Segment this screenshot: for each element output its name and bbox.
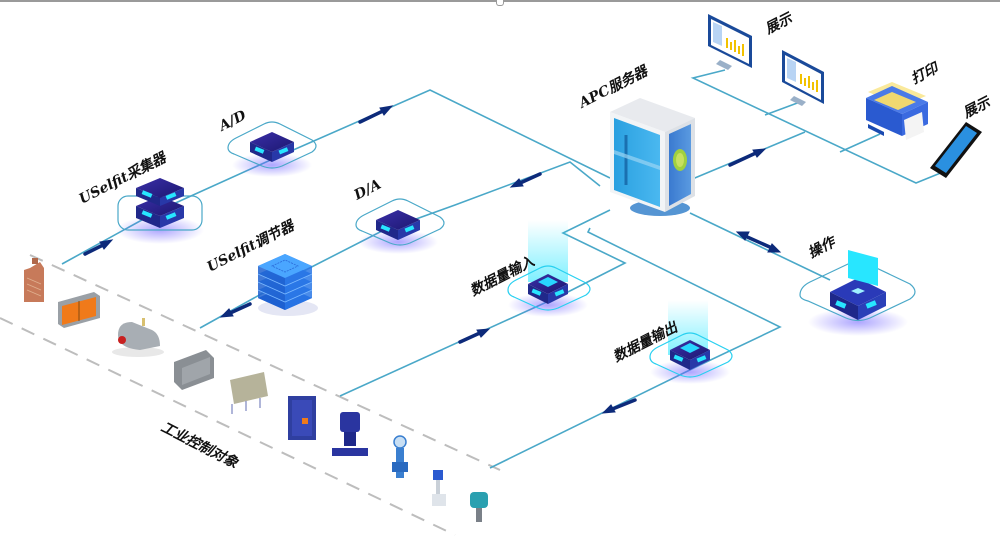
device-pump[interactable] [332, 412, 368, 456]
arrow-output [601, 398, 637, 414]
operate-node[interactable] [799, 250, 916, 336]
resize-handle[interactable] [496, 0, 504, 6]
line-server-operate [689, 212, 831, 281]
arrow-server-da [509, 172, 542, 188]
label-data-input: 数据量输入 [467, 253, 537, 300]
label-display-2: 展示 [960, 94, 995, 122]
data-input-node[interactable] [507, 220, 591, 317]
printer[interactable] [866, 82, 928, 140]
line-printer [839, 133, 881, 153]
tablet[interactable] [930, 122, 982, 178]
device-heater-tank[interactable] [24, 258, 44, 302]
line-server-output [586, 227, 782, 366]
device-dust-collector[interactable] [230, 372, 268, 414]
label-print: 打印 [908, 59, 942, 88]
line-display2 [764, 101, 801, 116]
arrow-operate-bidirectional [735, 231, 782, 253]
collector-node[interactable] [116, 178, 204, 244]
label-display-1: 展示 [762, 10, 797, 38]
arrow-regulator-out [219, 302, 252, 318]
monitor-1[interactable] [708, 14, 752, 70]
device-control-valve[interactable] [432, 470, 446, 506]
device-boiler[interactable] [112, 318, 164, 357]
da-node[interactable] [355, 198, 445, 254]
arrow-ad-server [358, 105, 394, 124]
apc-server[interactable] [610, 98, 695, 414]
device-control-cabinet[interactable] [58, 292, 100, 328]
arrow-server-bus [728, 148, 767, 167]
line-display-bus [690, 69, 949, 184]
ad-node[interactable] [227, 121, 317, 177]
arrow-collector-in [83, 239, 114, 256]
industrial-devices [24, 258, 488, 522]
device-flow-meter[interactable] [392, 435, 408, 478]
flow-arrows [83, 105, 782, 414]
device-plate-heat-exchanger[interactable] [288, 396, 316, 440]
label-operate: 操作 [805, 232, 840, 261]
line-output-devices [489, 364, 701, 469]
label-ad: A/D [215, 107, 250, 135]
arrow-input [458, 328, 491, 344]
monitor-2[interactable] [782, 50, 824, 106]
data-output-node[interactable] [649, 300, 733, 384]
regulator-node[interactable] [257, 254, 318, 316]
device-chiller[interactable] [174, 350, 214, 390]
label-da: D/A [351, 176, 384, 204]
line-server-input [559, 209, 627, 297]
device-pressure-transmitter[interactable] [470, 492, 488, 522]
industrial-zone-boundary [0, 254, 501, 536]
